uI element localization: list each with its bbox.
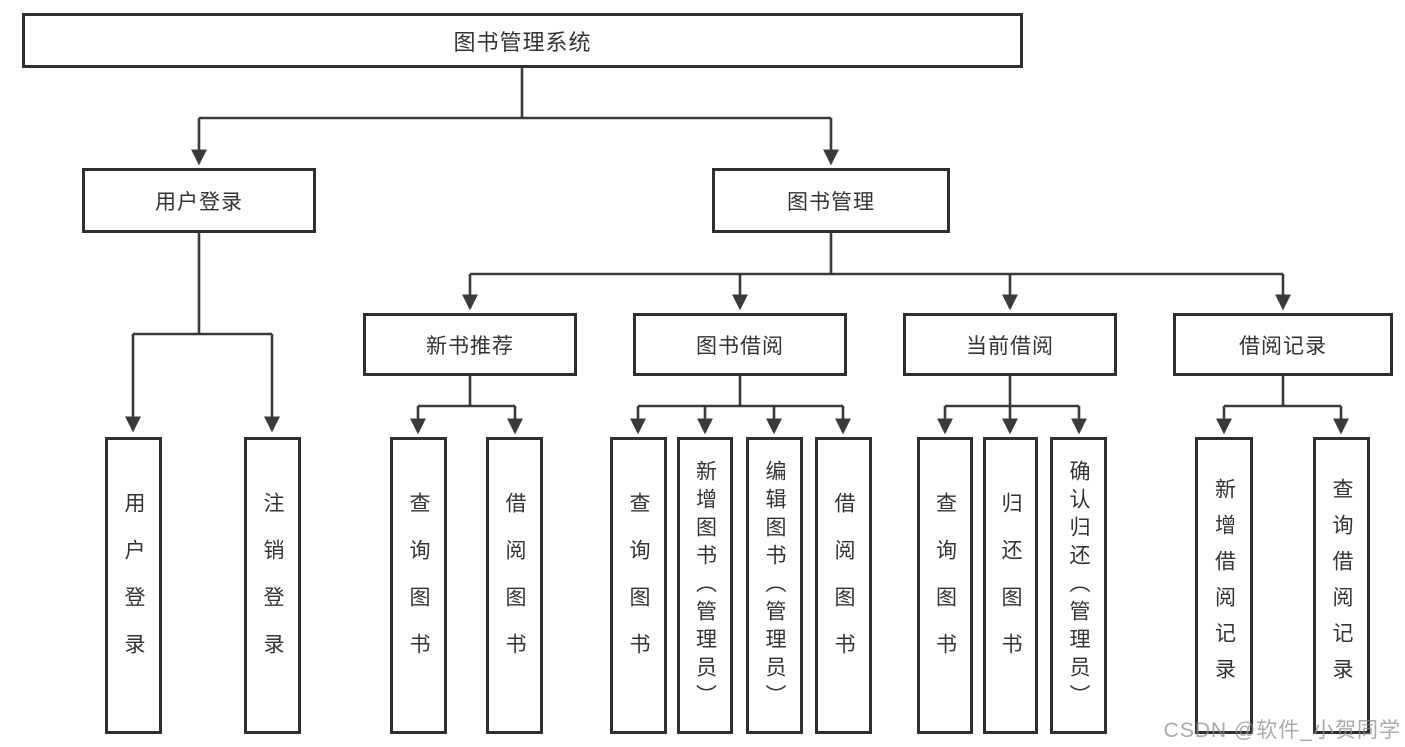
node-label: 新增图书（管理员） [693,459,717,712]
node-label: 图书借阅 [696,334,784,358]
node-label: 查询图书 [933,491,957,680]
leaf-add-borrow-record: 新增借阅记录 [1195,437,1253,734]
leaf-query-book-recommend: 查询图书 [390,437,447,734]
node-label: 注销登录 [261,491,284,680]
node-label: 新增借阅记录 [1212,477,1236,694]
node-label: 当前借阅 [966,334,1054,358]
node-label: 新书推荐 [426,334,514,358]
node-label: 借阅图书 [503,491,526,680]
watermark: CSDN @软件_小贺同学 [1163,719,1401,742]
node-new-book-recommend: 新书推荐 [363,313,577,376]
node-label: 查询图书 [627,491,650,680]
leaf-query-book-borrow: 查询图书 [610,437,667,734]
node-label: 用户登录 [122,491,145,680]
node-current-borrow: 当前借阅 [903,313,1117,376]
node-book-management: 图书管理 [712,168,950,233]
node-label: 查询图书 [407,491,430,680]
leaf-query-borrow-record: 查询借阅记录 [1313,437,1370,734]
leaf-logout: 注销登录 [244,437,301,734]
node-label: 确认归还（管理员） [1067,459,1090,712]
node-label: 编辑图书（管理员） [763,459,786,712]
node-library-system: 图书管理系统 [22,13,1023,68]
node-label: 图书管理系统 [453,29,592,55]
node-user-login: 用户登录 [82,168,316,233]
leaf-edit-book-admin: 编辑图书（管理员） [746,437,803,734]
leaf-confirm-return-admin: 确认归还（管理员） [1050,437,1107,734]
leaf-borrow-book: 借阅图书 [815,437,872,734]
node-label: 归还图书 [999,491,1022,680]
leaf-add-book-admin: 新增图书（管理员） [677,437,733,734]
node-label: 用户登录 [155,190,243,214]
leaf-return-book: 归还图书 [983,437,1038,734]
node-label: 图书管理 [787,190,875,214]
node-borrow-record: 借阅记录 [1173,313,1393,376]
node-label: 借阅记录 [1239,334,1327,358]
node-book-borrow: 图书借阅 [633,313,847,376]
node-label: 查询借阅记录 [1330,477,1353,694]
node-label: 借阅图书 [832,491,855,680]
leaf-user-login: 用户登录 [105,437,162,734]
leaf-query-book-current: 查询图书 [917,437,973,734]
leaf-borrow-book-recommend: 借阅图书 [486,437,543,734]
